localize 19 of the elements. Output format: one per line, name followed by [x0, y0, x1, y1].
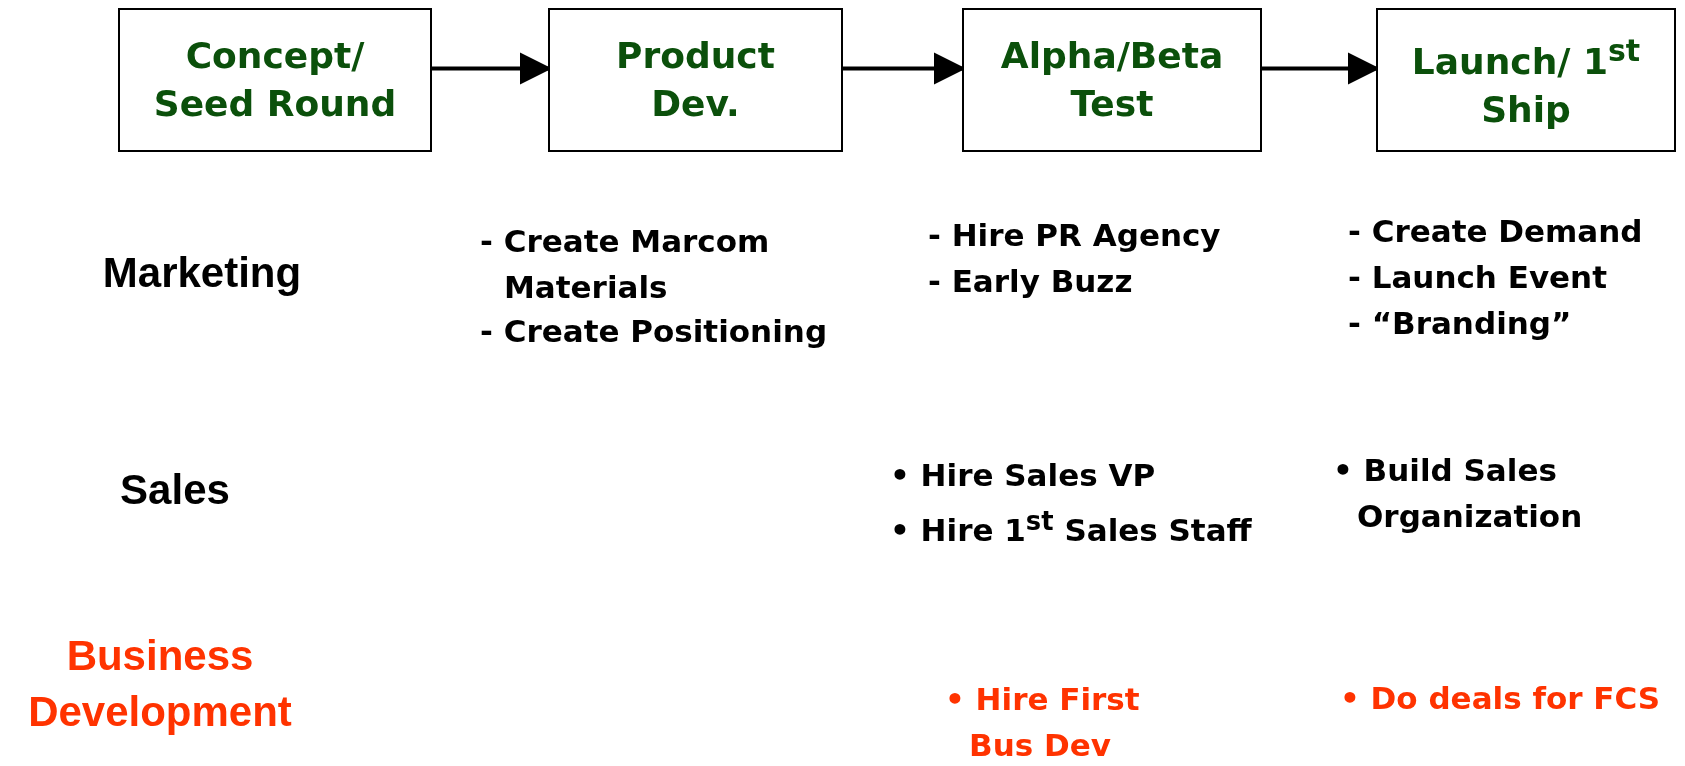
stage-box: Alpha/Beta Test — [962, 8, 1262, 152]
task-item: - Create Marcom Materials — [480, 222, 771, 307]
task-item: - “Branding” — [1348, 304, 1573, 343]
stage-box: Launch/ 1$^{st}$ Ship — [1376, 8, 1676, 152]
task-item: - Launch Event — [1348, 258, 1608, 297]
task-item: • Hire 1$^{st}$ Sales Staff — [890, 505, 1253, 551]
task-item: - Create Demand — [1348, 212, 1644, 251]
row-heading: Business Development — [27, 631, 293, 737]
stage-box: Product Dev. — [548, 8, 843, 152]
stage-box: Concept/ Seed Round — [118, 8, 432, 152]
task-item: - Early Buzz — [928, 262, 1134, 301]
row-heading: Sales — [119, 465, 231, 515]
task-item: • Hire First Bus Dev — [945, 680, 1141, 765]
task-item: • Do deals for FCS — [1340, 679, 1662, 718]
task-item: • Build Sales Organization — [1333, 451, 1584, 536]
task-item: - Create Positioning — [480, 312, 829, 351]
row-heading: Marketing — [101, 248, 303, 298]
task-item: - Hire PR Agency — [928, 216, 1222, 255]
task-item: • Hire Sales VP — [890, 456, 1157, 495]
